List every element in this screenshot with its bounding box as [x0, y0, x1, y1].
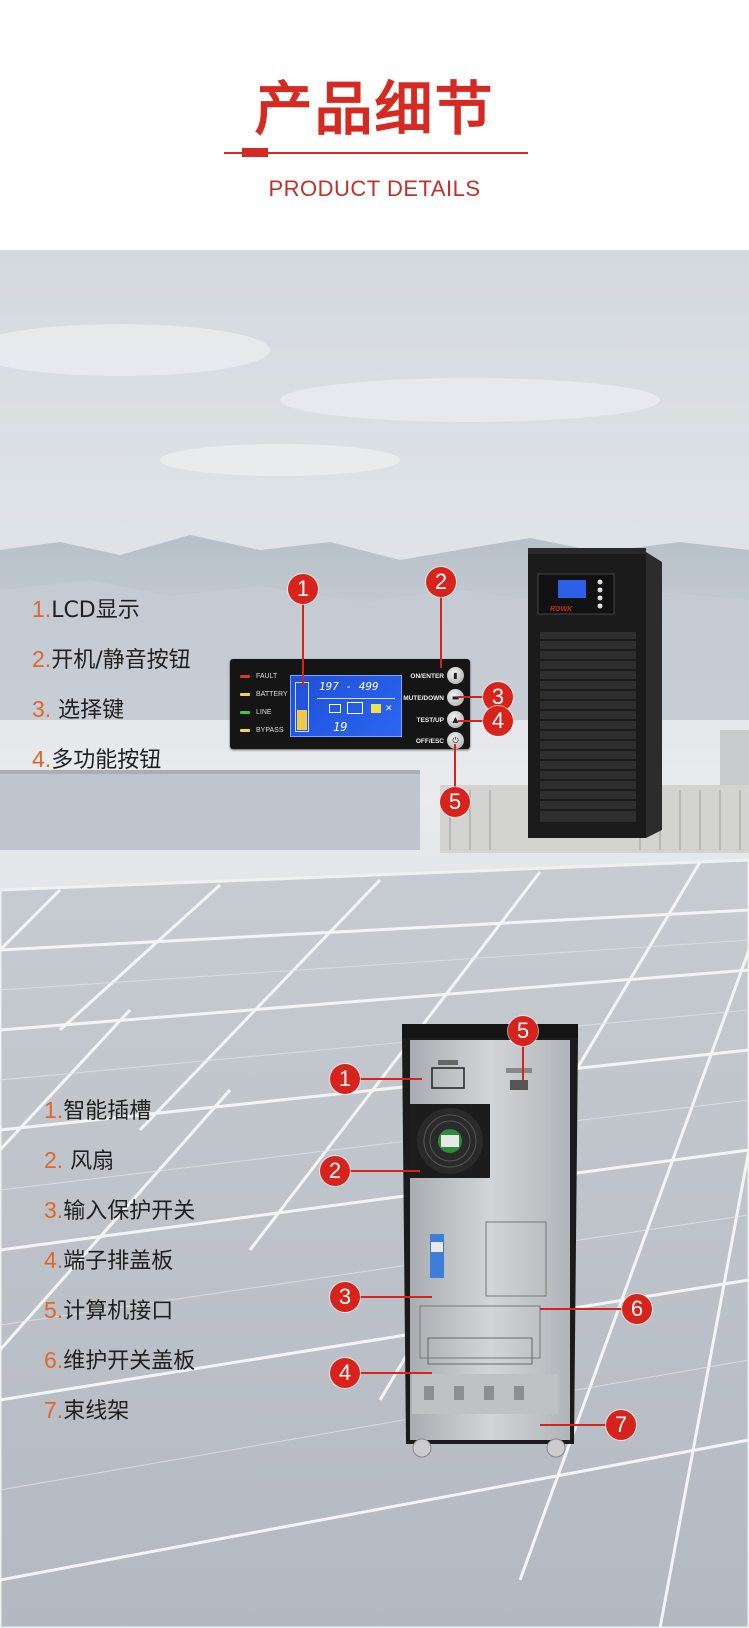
lcd-display: 197 - 499 ✕ 19 — [290, 675, 402, 737]
rear-feature-list: 1.智能插槽 2. 风扇 3.输入保护开关 4.端子排盖板 5.计算机接口 6.… — [44, 1085, 195, 1435]
led-battery: BATTERY — [240, 691, 288, 698]
list-item: 3.输入保护开关 — [44, 1197, 196, 1224]
off-esc-button[interactable]: ⏻ — [447, 732, 464, 749]
title-divider — [224, 152, 528, 154]
list-item: 2.开机/静音按钮 — [32, 646, 191, 673]
callout-line — [358, 1372, 432, 1374]
callout-badge: 4 — [330, 1358, 360, 1388]
callout-line — [540, 1308, 628, 1310]
list-item: 1.LCD显示 — [32, 596, 140, 623]
brand-logo: ROWK — [550, 606, 573, 613]
callout-badge: 5 — [508, 1016, 538, 1046]
callout-line — [458, 696, 484, 698]
page-subtitle: PRODUCT DETAILS — [268, 176, 481, 201]
fan-icon: ✕ — [385, 704, 393, 714]
callout-badge: 6 — [622, 1294, 652, 1324]
output-icon — [371, 704, 381, 713]
callout-line — [454, 744, 456, 790]
list-item: 3. 选择键 — [32, 696, 125, 723]
front-control-panel: FAULT BATTERY LINE BYPASS 197 - 499 ✕ 19… — [230, 659, 470, 749]
list-item: 5.计算机接口 — [44, 1297, 174, 1324]
list-item: 6.维护开关盖板 — [44, 1347, 196, 1374]
callout-badge: 3 — [330, 1282, 360, 1312]
callout-badge: 1 — [330, 1064, 360, 1094]
list-item: 4.多功能按钮 — [32, 746, 162, 773]
callout-line — [360, 1296, 432, 1298]
test-up-button[interactable]: ▲ — [447, 711, 464, 728]
callout-badge: 5 — [440, 787, 470, 817]
led-bypass: BYPASS — [240, 727, 284, 734]
title-divider-accent — [242, 148, 268, 157]
led-fault: FAULT — [240, 673, 277, 680]
button-label: MUTE/DOWN — [403, 695, 444, 702]
callout-line — [350, 1170, 420, 1172]
page-title: 产品细节 — [254, 75, 495, 143]
list-item: 4.端子排盖板 — [44, 1247, 174, 1274]
list-item: 1.智能插槽 — [44, 1097, 152, 1124]
callout-badge: 4 — [483, 706, 513, 736]
mute-down-button[interactable]: ▬ — [447, 689, 464, 706]
callout-badge: 2 — [426, 567, 456, 597]
battery-gauge — [295, 682, 309, 732]
front-feature-list: 1.LCD显示 2.开机/静音按钮 3. 选择键 4.多功能按钮 — [32, 584, 191, 784]
list-item: 2. 风扇 — [44, 1147, 115, 1174]
on-enter-button[interactable]: ▮ — [447, 667, 464, 684]
callout-badge: 1 — [288, 574, 318, 604]
ups-front-view: ROWK — [528, 548, 662, 838]
callout-line — [458, 720, 484, 722]
callout-line — [440, 594, 442, 668]
lcd-load-value: 19 — [333, 720, 348, 734]
button-label: OFF/ESC — [415, 738, 444, 745]
ups-rear-view — [402, 1024, 578, 1458]
button-label: TEST/UP — [416, 717, 444, 724]
inverter-icon — [347, 702, 363, 714]
lcd-readout: 197 - 499 — [319, 680, 379, 693]
callout-badge: 2 — [320, 1156, 350, 1186]
page-header: 产品细节 PRODUCT DETAILS — [0, 0, 749, 250]
callout-badge: 7 — [606, 1410, 636, 1440]
callout-line — [540, 1424, 620, 1426]
callout-line — [302, 600, 304, 686]
battery-icon — [329, 704, 341, 713]
callout-line — [350, 1078, 422, 1080]
led-line: LINE — [240, 709, 272, 716]
callout-line — [522, 1044, 524, 1080]
list-item: 7.束线架 — [44, 1397, 130, 1424]
button-label: ON/ENTER — [410, 673, 444, 680]
